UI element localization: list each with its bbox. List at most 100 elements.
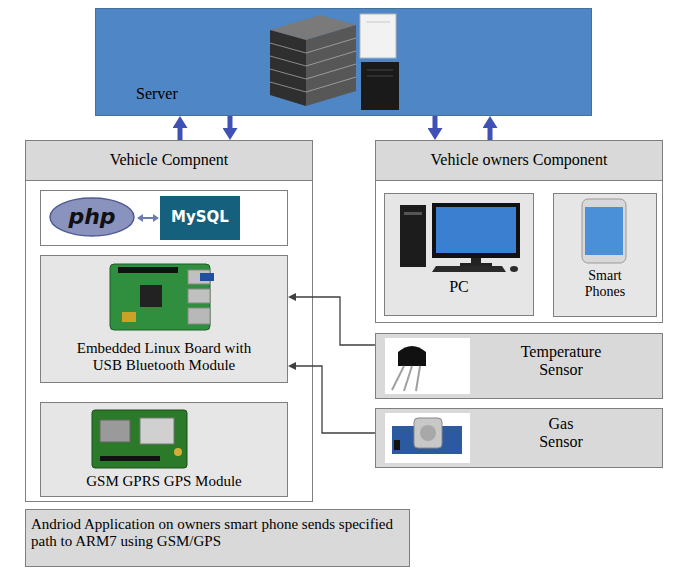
device-box: PC (384, 193, 534, 316)
gas-sensor-picture (385, 413, 470, 463)
pc-picture (400, 205, 426, 267)
gsm-module-picture (92, 410, 187, 468)
text-slot: MySQL (160, 209, 240, 226)
server-band: Server (95, 8, 592, 116)
link-arrow (433, 116, 438, 128)
text-slot: Vehicle owners Component (376, 141, 662, 181)
logo-text: php (52, 204, 132, 229)
pc-picture (460, 263, 492, 266)
pc-picture (510, 266, 518, 272)
rack-server-picture (270, 15, 356, 40)
tower-server-picture (366, 22, 390, 23)
gas-sensor-picture (420, 425, 436, 441)
panel-heading: Vehicle Compnent (26, 141, 312, 181)
gsm-module-picture (100, 420, 130, 442)
rack-server-picture (306, 25, 356, 106)
pc-picture (471, 258, 481, 263)
hardware-box: Embedded Linux Board with USB Bluetooth … (40, 255, 288, 383)
temperature-sensor-picture (385, 338, 470, 394)
software-logos (142, 217, 154, 219)
device-box: Smart Phones (553, 193, 657, 317)
rack-server-picture (270, 56, 306, 66)
box-label: PC (385, 278, 533, 296)
text-slot: Andriod Application on owners smart phon… (31, 516, 404, 551)
text-slot: PC (385, 278, 533, 296)
hardware-box: GSM GPRS GPS Module (40, 402, 288, 497)
link-arrow (228, 116, 233, 128)
software-box: php MySQL (40, 190, 288, 246)
rack-server-picture (306, 64, 356, 79)
text-slot: Gas Sensor (531, 415, 591, 452)
text-slot: php (52, 204, 132, 229)
linux-board-picture (122, 312, 136, 322)
pc-picture (432, 266, 506, 272)
rack-server-picture (270, 69, 306, 79)
text-slot: Smart Phones (575, 268, 635, 300)
note-text: Andriod Application on owners smart phon… (31, 516, 404, 551)
component-panel: Vehicle owners ComponentPC Smart Phones (375, 140, 663, 323)
gsm-module-picture (174, 448, 182, 456)
rack-server-picture (306, 38, 356, 53)
rack-server-picture (306, 77, 356, 92)
component-panel: Vehicle Compnent php MySQL Embedded Linux B… (25, 140, 313, 502)
rack-server-picture (270, 43, 306, 53)
linux-board-picture (200, 273, 214, 281)
pc-picture (400, 203, 520, 272)
temperature-sensor-picture (392, 366, 404, 390)
logo-text: MySQL (160, 209, 240, 226)
text-slot: Embedded Linux Board with USB Bluetooth … (69, 340, 259, 375)
box-label: Temperature Sensor (511, 343, 611, 380)
temperature-sensor-picture (385, 338, 470, 394)
server-label: Server (136, 85, 216, 103)
gas-sensor-picture (394, 440, 400, 450)
temperature-sensor-picture (404, 366, 412, 391)
panel-heading: Vehicle owners Component (376, 141, 662, 181)
smart-phone-picture (582, 199, 626, 263)
sensor-box: Gas Sensor (375, 408, 663, 468)
box-label: Embedded Linux Board with USB Bluetooth … (69, 340, 259, 375)
linux-board-picture (188, 308, 210, 324)
linux-board-picture (188, 270, 210, 284)
gsm-module-picture (92, 410, 187, 468)
link-arrow (488, 128, 493, 140)
linux-board-picture (188, 289, 210, 303)
pc-picture (404, 212, 422, 215)
tower-server-picture (360, 14, 396, 58)
box-label: GSM GPRS GPS Module (41, 473, 287, 490)
box-label: Smart Phones (575, 268, 635, 300)
temperature-sensor-picture (416, 366, 420, 391)
linux-board-picture (110, 264, 210, 330)
tower-server-picture (360, 14, 399, 110)
gsm-module-picture (100, 456, 160, 461)
software-logos (137, 214, 143, 222)
software-logos (50, 198, 134, 236)
text-slot: GSM GPRS GPS Module (41, 473, 287, 490)
tower-server-picture (361, 62, 399, 110)
gas-sensor-picture (392, 426, 462, 454)
rack-server-picture (306, 51, 356, 66)
gsm-module-picture (140, 418, 174, 444)
smart-phone-picture (582, 199, 626, 263)
pc-picture (432, 203, 520, 258)
gas-sensor-picture (414, 418, 442, 448)
signal-wire (296, 297, 375, 345)
tower-server-picture (367, 76, 393, 77)
pc-picture (436, 207, 516, 253)
text-slot: Vehicle Compnent (26, 141, 312, 181)
text-slot: Temperature Sensor (511, 343, 611, 380)
linux-board-picture (118, 267, 178, 273)
smart-phone-picture (585, 207, 623, 255)
gas-sensor-picture (385, 413, 470, 463)
signal-wire (296, 366, 375, 433)
rack-server-picture (270, 82, 306, 92)
rack-server-picture (270, 30, 306, 106)
sensor-box: Temperature Sensor (375, 333, 663, 399)
software-logos (50, 196, 240, 240)
temperature-sensor-picture (398, 346, 426, 366)
text-slot: Server (136, 85, 216, 103)
software-logos (160, 196, 240, 240)
linux-board-picture (110, 264, 214, 330)
rack-server-picture (270, 15, 356, 106)
tower-server-picture (367, 70, 393, 71)
